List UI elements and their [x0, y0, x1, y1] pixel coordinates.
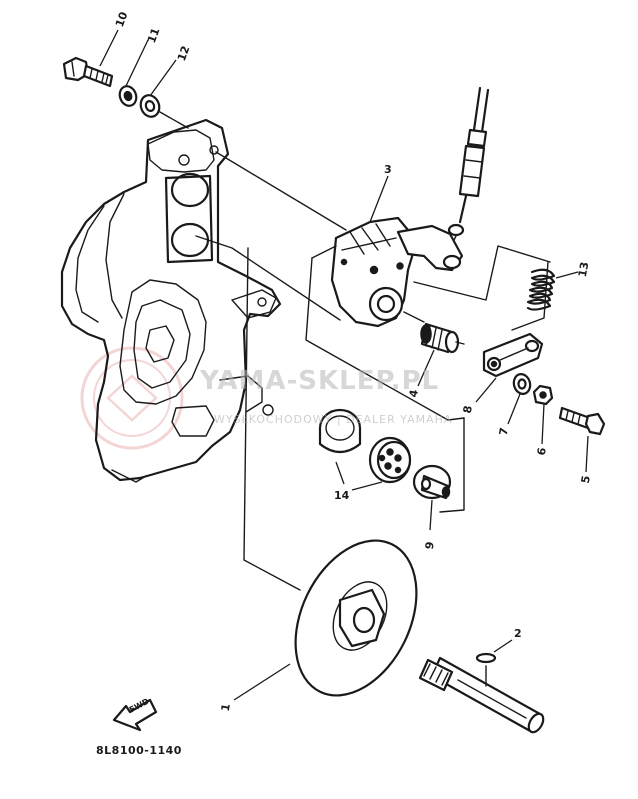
link-plate-8	[482, 332, 544, 378]
callout-3: 3	[384, 163, 392, 176]
callout-8: 8	[460, 404, 475, 415]
washer-11	[118, 85, 138, 107]
callout-7: 7	[496, 426, 511, 437]
bolt-10	[62, 56, 114, 88]
roller-4	[420, 322, 465, 354]
shaft-2	[418, 652, 545, 734]
callout-1: 1	[218, 702, 233, 713]
callout-13: 13	[575, 260, 592, 279]
callout-5: 5	[578, 474, 593, 485]
washer-7	[512, 373, 532, 395]
fwd-arrow-icon	[112, 698, 158, 732]
callout-6: 6	[534, 446, 549, 457]
throttle-cable	[447, 86, 490, 245]
filter-disc-14	[368, 436, 412, 484]
part-code: 8L8100-1140	[96, 744, 182, 757]
callout-9: 9	[422, 540, 437, 551]
sheave-1	[294, 539, 418, 697]
watermark-tagline: WYSŁKOCHODOWY | DEALER YAMAHA	[214, 413, 453, 426]
shim-9	[412, 464, 452, 500]
bolt-5	[558, 406, 606, 436]
drive-housing	[60, 118, 282, 483]
nut-6	[532, 384, 554, 406]
callout-14: 14	[334, 489, 350, 502]
callout-2: 2	[514, 627, 522, 640]
watermark-brand: YAMA-SKLEP.PL	[200, 366, 440, 396]
lever-bracket-3	[330, 216, 464, 328]
washer-12	[139, 94, 161, 118]
spring-13	[526, 268, 556, 311]
callout-4: 4	[406, 388, 421, 399]
cap-14	[318, 408, 362, 454]
